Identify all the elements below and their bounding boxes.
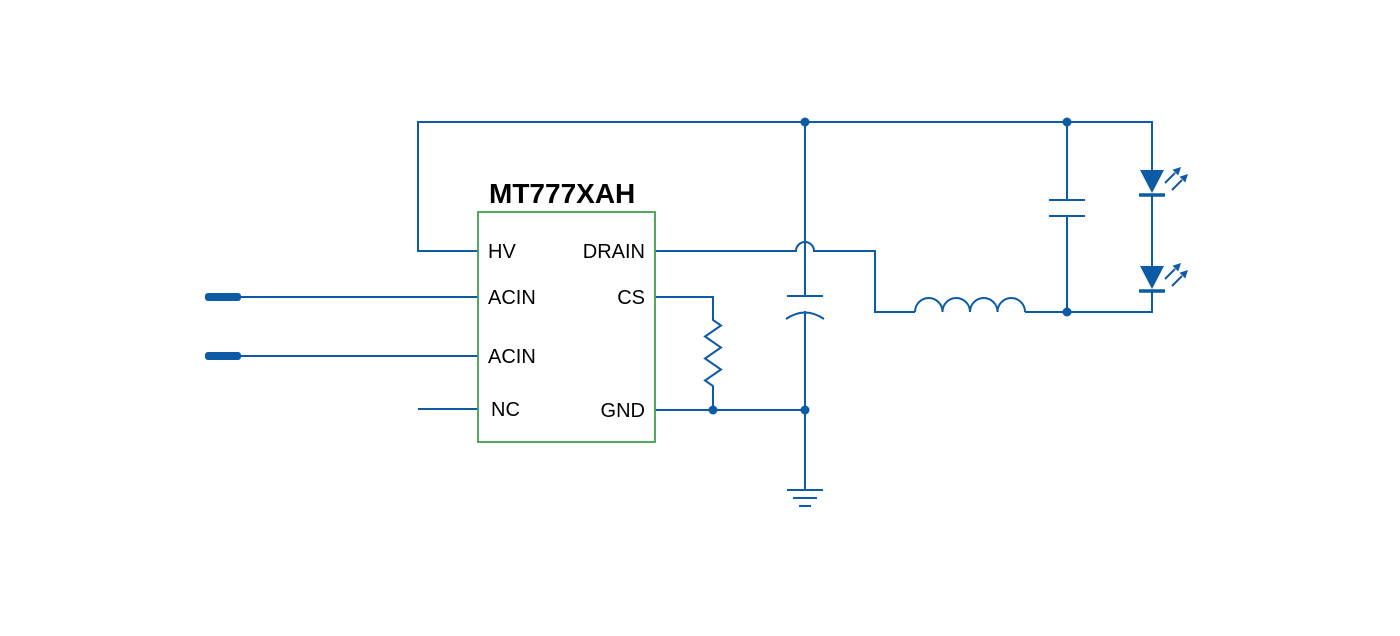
led2-arrowhead-2 [1179, 270, 1188, 279]
pin-label-gnd: GND [601, 400, 645, 422]
ic-title: MT777XAH [489, 178, 635, 209]
led1-arrowhead-2 [1179, 174, 1188, 183]
top-rail-wire [417, 121, 1153, 252]
pin-label-acin-2: ACIN [488, 346, 536, 368]
led2-triangle [1140, 266, 1164, 289]
pin-label-drain: DRAIN [583, 241, 645, 263]
junction-dot [800, 405, 810, 415]
cs-resistor-wire [655, 296, 723, 410]
led2-arrowhead-1 [1172, 263, 1181, 272]
output-cap-symbol [1049, 122, 1085, 312]
ic-body [477, 211, 656, 443]
drain-wire [655, 241, 915, 313]
junction-dot [1062, 307, 1072, 317]
junction-dot [1062, 117, 1072, 127]
led1-arrowhead-1 [1172, 167, 1181, 176]
ac-input-terminal-1 [205, 293, 241, 301]
led-return-wire [1025, 291, 1153, 313]
led2-emission-arrows [1164, 268, 1183, 287]
led1-triangle [1140, 170, 1164, 193]
solid-layer [205, 117, 1188, 415]
pin-label-acin-1: ACIN [488, 287, 536, 309]
pin-label-hv: HV [488, 241, 516, 263]
earth-ground-symbol [787, 489, 823, 507]
led1-emission-arrows [1164, 172, 1183, 191]
pin-label-cs: CS [617, 287, 645, 309]
ac-input-terminal-2 [205, 352, 241, 360]
inductor-symbol [914, 297, 1026, 313]
wire-layer [238, 121, 1183, 507]
junction-dot [708, 405, 718, 415]
pin-label-nc: NC [491, 399, 520, 421]
junction-dot [800, 117, 810, 127]
